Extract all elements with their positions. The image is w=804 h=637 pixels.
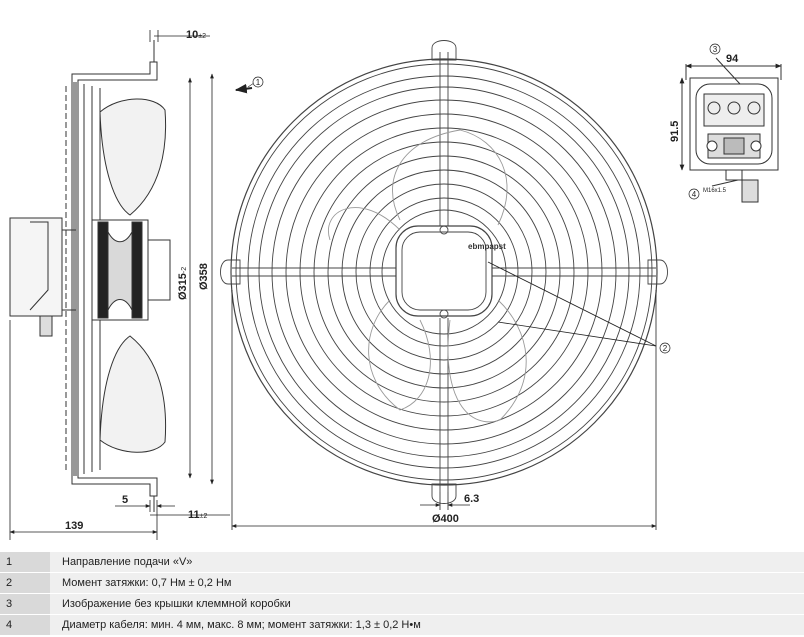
dim-315: Ø315-2 — [177, 267, 189, 300]
technical-drawing: 10±2 Ø315-2 Ø358 5 11±2 139 1 — [9, 29, 782, 540]
dim-6-3: 6.3 — [464, 493, 479, 505]
dim-91-5: 91.5 — [669, 121, 681, 142]
dim-94: 94 — [726, 53, 739, 65]
dim-5: 5 — [122, 494, 128, 506]
thread-label: M16x1.5 — [703, 188, 727, 194]
legend-number: 4 — [0, 614, 50, 636]
legend-number: 3 — [0, 593, 50, 615]
svg-text:2: 2 — [663, 344, 668, 353]
side-view-dimensions — [9, 30, 230, 540]
callout-1: 1 — [234, 76, 264, 94]
legend-number: 1 — [0, 552, 50, 573]
dim-139: 139 — [65, 520, 83, 532]
legend-text: Направление подачи «V» — [50, 552, 804, 573]
legend-text: Изображение без крышки клеммной коробки — [50, 593, 804, 615]
svg-text:4: 4 — [692, 190, 697, 199]
svg-text:1: 1 — [256, 78, 261, 87]
legend-number: 2 — [0, 572, 50, 594]
callout-2: 2 — [659, 342, 671, 354]
dim-11: 11±2 — [188, 509, 207, 521]
front-view — [220, 40, 668, 504]
side-view — [9, 40, 171, 512]
legend-text: Момент затяжки: 0,7 Нм ± 0,2 Нм — [50, 572, 804, 594]
brand-label: ebmpapst — [468, 242, 506, 251]
legend-text: Диаметр кабеля: мин. 4 мм, макс. 8 мм; м… — [50, 614, 804, 636]
dim-358: Ø358 — [198, 263, 210, 290]
callout-4: 4 — [688, 188, 700, 200]
svg-text:3: 3 — [713, 45, 718, 54]
callout-3: 3 — [709, 43, 721, 55]
front-view-dimensions — [231, 261, 657, 530]
dim-10: 10±2 — [186, 29, 206, 41]
terminal-box-view — [679, 57, 782, 203]
dim-400: Ø400 — [432, 513, 459, 525]
